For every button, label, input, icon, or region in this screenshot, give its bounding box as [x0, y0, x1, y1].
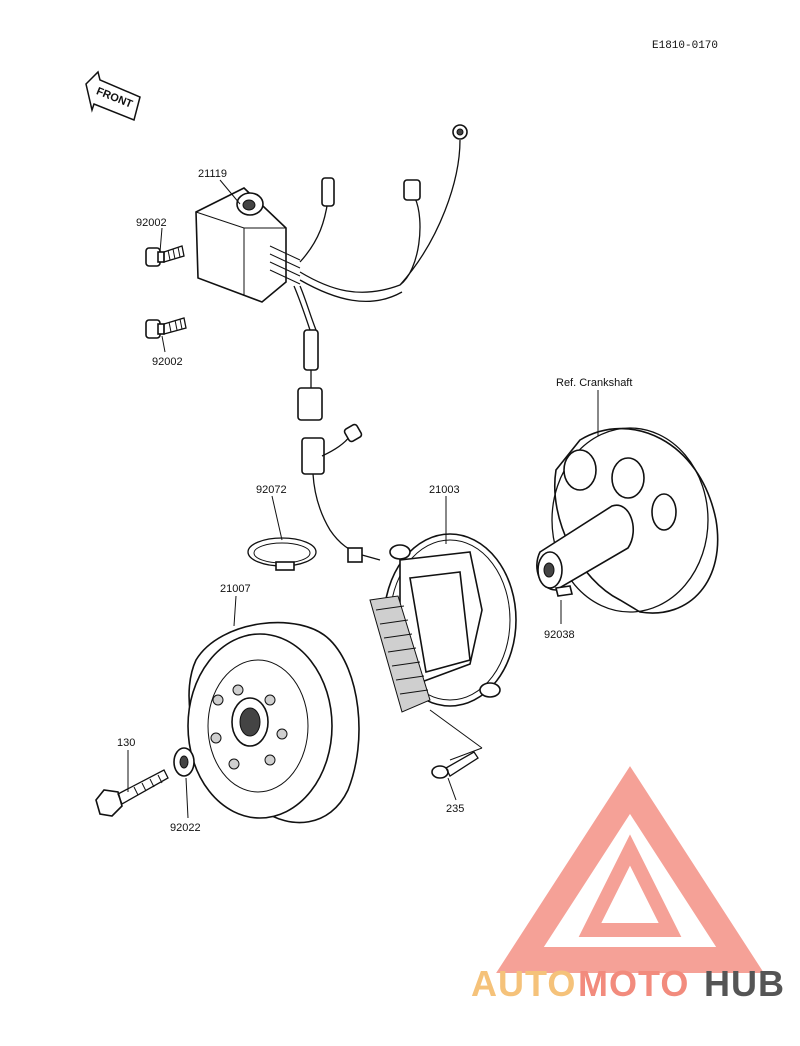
- label-92002-bottom: 92002: [152, 356, 183, 368]
- diagram-code: E1810-0170: [652, 40, 718, 52]
- label-21119: 21119: [198, 168, 227, 180]
- watermark-auto: AUTO: [471, 963, 576, 1004]
- wiring-harness: [293, 124, 468, 563]
- front-arrow-icon: FRONT: [85, 70, 141, 122]
- crankshaft-housing: [536, 427, 719, 614]
- woodruff-key-92038: [555, 585, 573, 597]
- label-92002-top: 92002: [136, 217, 167, 229]
- stator-21003: [369, 533, 517, 761]
- flywheel-rotor-21007: [187, 621, 360, 824]
- bolt-130: [95, 769, 169, 817]
- label-235: 235: [446, 803, 464, 815]
- label-92072: 92072: [256, 484, 287, 496]
- automotohub-watermark: AUTO MOTO HUB: [471, 963, 785, 1004]
- washer-92022: [173, 747, 195, 777]
- cdi-unit: [195, 187, 301, 303]
- label-ref-crankshaft: Ref. Crankshaft: [556, 377, 632, 389]
- label-92022: 92022: [170, 822, 201, 834]
- automotohub-logo-icon: [496, 766, 764, 973]
- bolt-92002-top: [145, 245, 185, 267]
- watermark-hub: HUB: [704, 963, 785, 1004]
- leader-lines: [127, 179, 599, 819]
- label-130: 130: [117, 737, 135, 749]
- label-21007: 21007: [220, 583, 251, 595]
- watermark-moto: MOTO: [578, 963, 689, 1004]
- label-21003: 21003: [429, 484, 460, 496]
- clamp-92072: [247, 537, 317, 571]
- bolt-92002-bottom: [145, 317, 187, 339]
- label-92038: 92038: [544, 629, 575, 641]
- screw-235: [431, 751, 479, 779]
